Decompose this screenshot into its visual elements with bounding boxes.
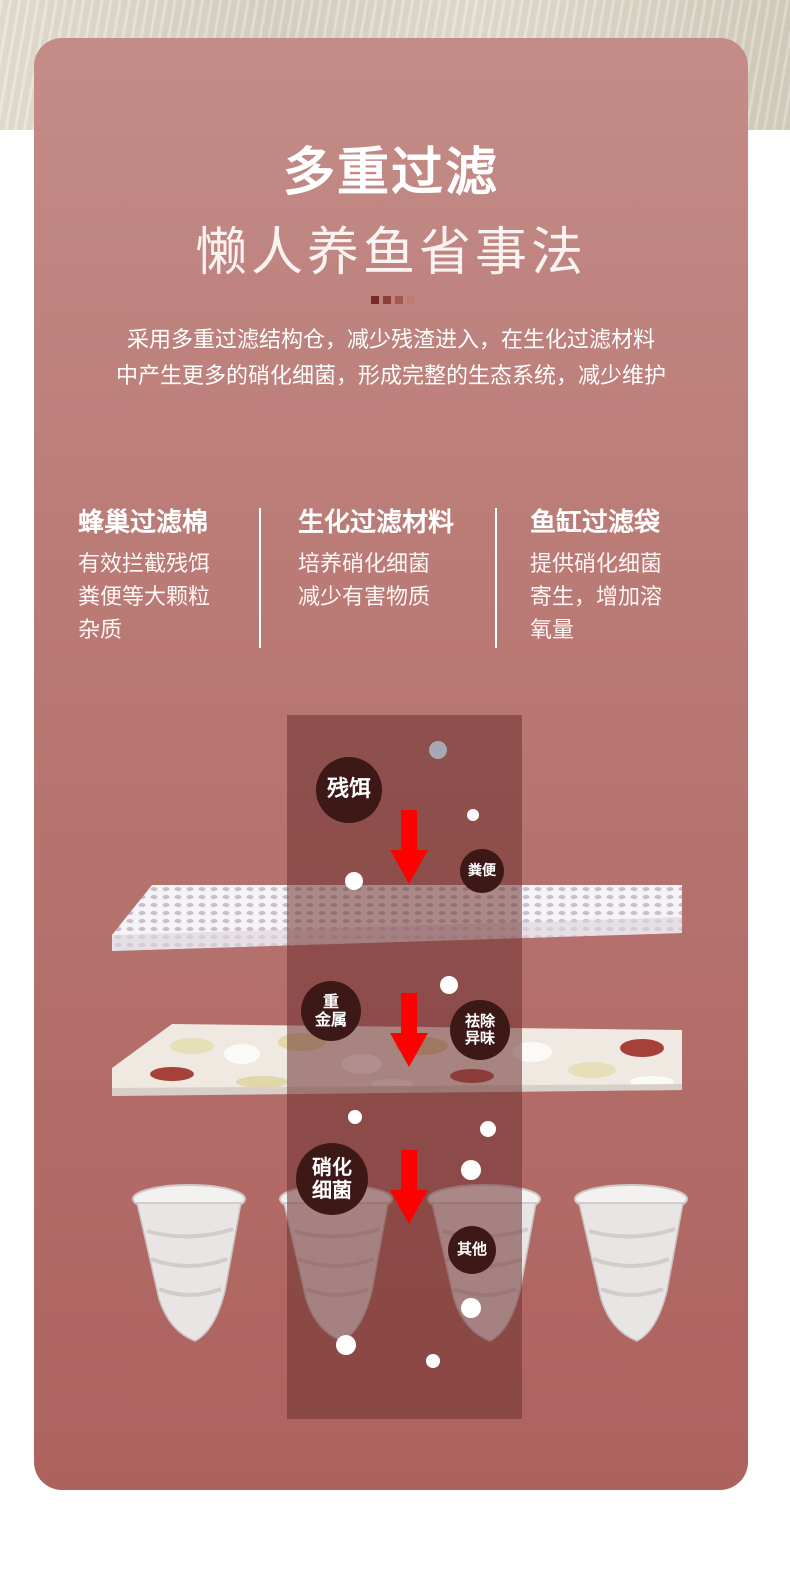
dot-3 [395,296,403,304]
column-divider [259,508,261,648]
badge-label: 祛除 [464,1011,495,1030]
badge-label: 重 [322,991,339,1011]
down-arrow-icon [390,810,428,884]
feature-filter-bag: 鱼缸过滤袋 提供硝化细菌 寄生，增加溶 氧量 [530,506,662,647]
dot-2 [383,296,391,304]
feature-line: 有效拦截残饵 [78,552,211,577]
particle [440,976,458,994]
particle [461,1298,481,1318]
page-subtitle: 懒人养鱼省事法 [194,223,587,283]
particle [336,1335,356,1355]
feature-line: 杂质 [78,618,123,643]
feature-honeycomb-cotton: 蜂巢过滤棉 有效拦截残饵 粪便等大颗粒 杂质 [78,506,210,647]
badge-heavy-metal: 重 金属 [301,981,361,1041]
badge-feces: 粪便 [460,849,504,893]
feature-title: 鱼缸过滤袋 [530,508,661,538]
feature-title: 蜂巢过滤棉 [78,508,209,538]
badge-label: 粪便 [468,862,496,879]
dot-4 [407,296,415,304]
description-line-2: 中产生更多的硝化细菌，形成完整的生态系统，减少维护 [115,364,666,389]
decorative-dots [371,296,415,304]
info-card: 多重过滤 懒人养鱼省事法 采用多重过滤结构仓，减少残渣进入，在生化过滤材料 中产… [34,38,748,1490]
badge-residue: 残饵 [316,757,382,823]
feature-line: 提供硝化细菌 [530,552,663,577]
badge-label: 细菌 [312,1178,352,1202]
feature-title: 生化过滤材料 [298,508,455,538]
particle [426,1354,440,1368]
down-arrow-icon [390,993,428,1067]
badge-label: 异味 [464,1029,495,1047]
feature-line: 寄生，增加溶 [530,585,663,610]
particle [461,1160,481,1180]
down-arrow-icon [390,1150,428,1224]
feature-columns: 蜂巢过滤棉 有效拦截残饵 粪便等大颗粒 杂质 生化过滤材料 培养硝化细菌 减少有… [34,506,748,656]
feature-line: 培养硝化细菌 [298,552,431,577]
feature-line: 减少有害物质 [298,585,431,610]
filter-bag-image [132,1184,246,1342]
particle [429,741,447,759]
particle [345,872,363,890]
badge-nitrifying-bacteria: 硝化 细菌 [296,1143,368,1215]
feature-biochemical-media: 生化过滤材料 培养硝化细菌 减少有害物质 [298,506,454,614]
description-line-1: 采用多重过滤结构仓，减少残渣进入，在生化过滤材料 [126,328,655,353]
feature-line: 粪便等大颗粒 [78,585,211,610]
badge-label: 硝化 [312,1155,352,1179]
badge-label: 其他 [456,1240,487,1259]
dot-1 [371,296,379,304]
column-divider [495,508,497,648]
feature-line: 氧量 [530,618,575,643]
badge-other: 其他 [448,1226,496,1274]
particle [480,1121,496,1137]
description: 采用多重过滤结构仓，减少残渣进入，在生化过滤材料 中产生更多的硝化细菌，形成完整… [34,323,748,395]
page-title: 多重过滤 [282,143,499,203]
particle [348,1110,362,1124]
badge-odor-removal: 祛除 异味 [450,1000,510,1060]
badge-label: 金属 [314,1010,347,1029]
badge-label: 残饵 [326,777,371,803]
particle [467,809,479,821]
filter-bag-image [574,1184,688,1342]
